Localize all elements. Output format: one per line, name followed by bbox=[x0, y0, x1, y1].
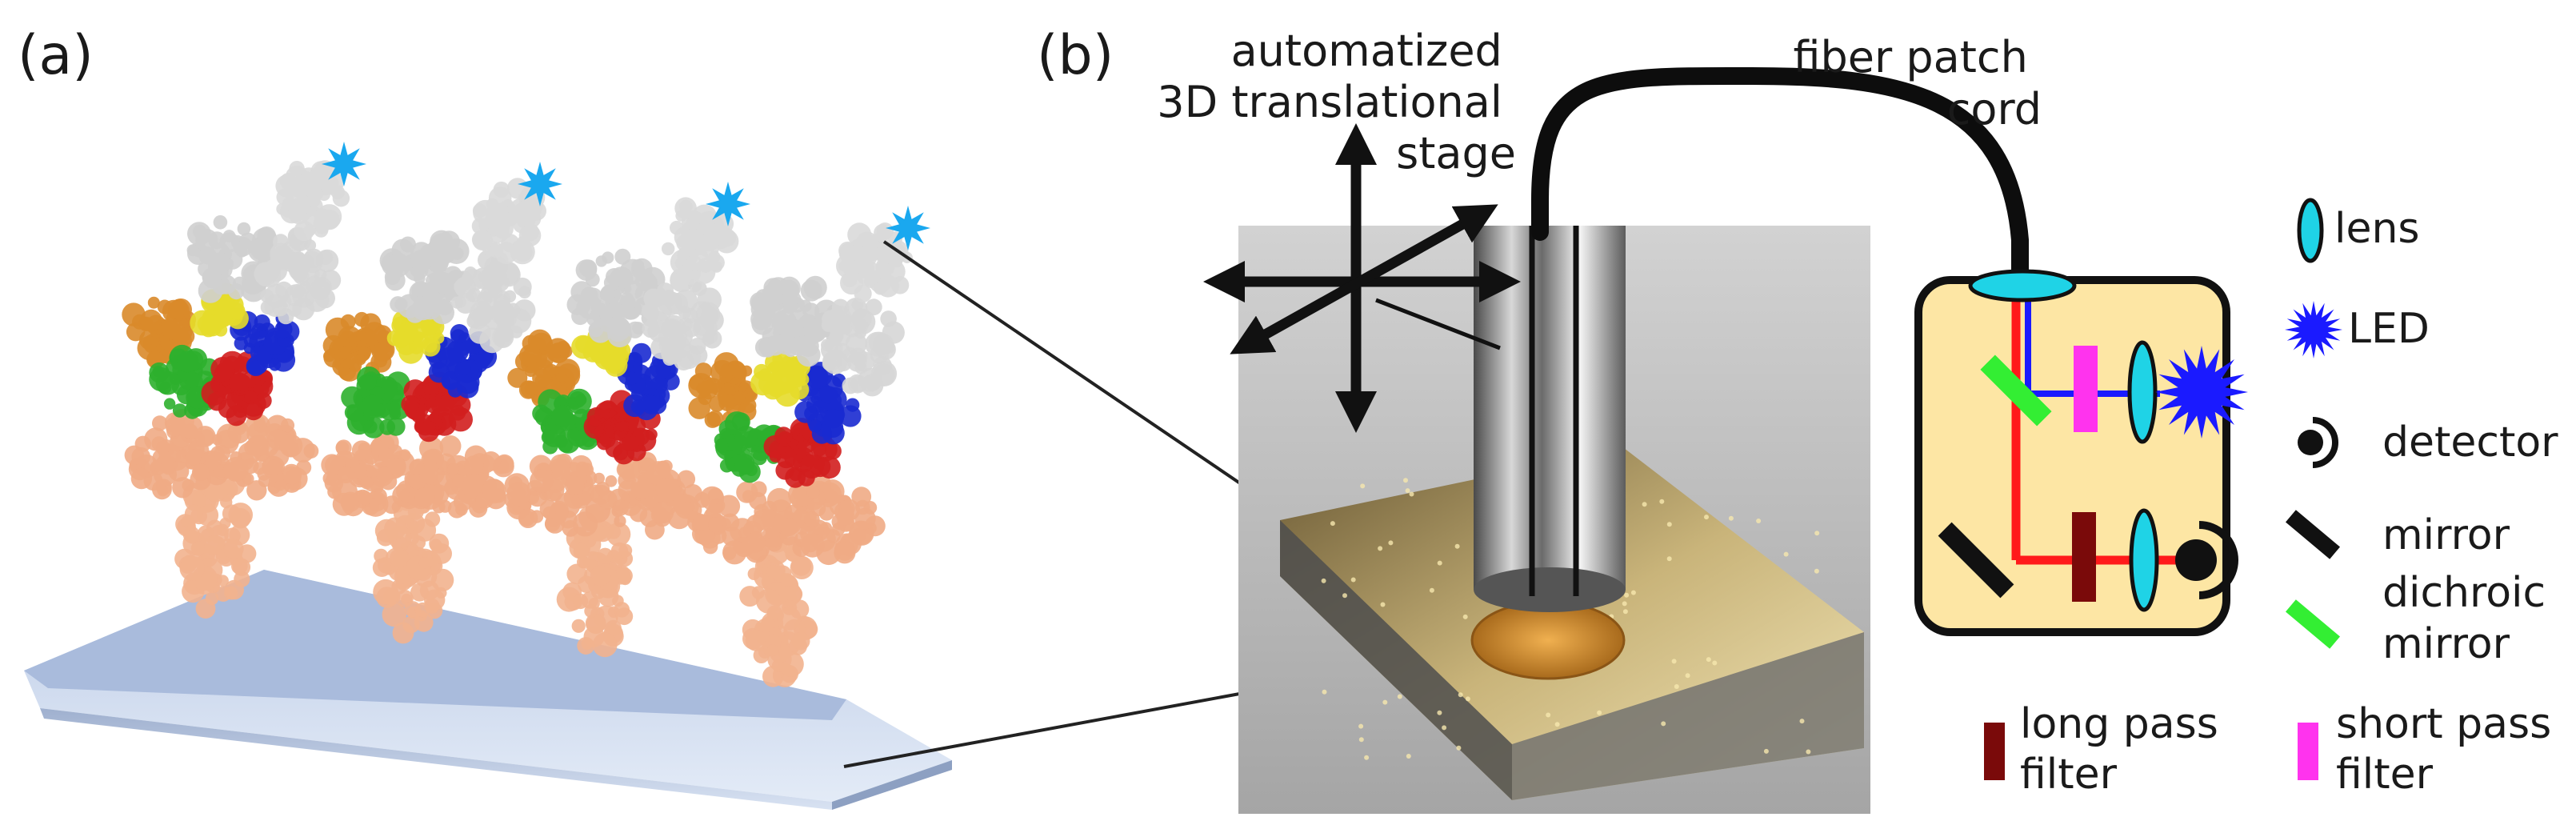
sensing-spot bbox=[1470, 600, 1626, 680]
antibody-stem bbox=[739, 530, 818, 687]
legend-long-pass-line-2: filter bbox=[2020, 751, 2118, 799]
legend-short-pass-line-1: short pass bbox=[2336, 700, 2551, 748]
lens-icon bbox=[2127, 340, 2158, 444]
mirror-icon bbox=[2285, 510, 2341, 559]
dichroic-mirror-icon bbox=[1980, 354, 2052, 427]
led-starburst-icon bbox=[2285, 301, 2342, 358]
legend-short-pass-line-2: filter bbox=[2336, 751, 2434, 799]
protein-orange bbox=[322, 311, 395, 383]
lens-icon bbox=[2297, 198, 2324, 263]
glass-slide bbox=[24, 570, 952, 810]
antibody-complex bbox=[687, 206, 930, 687]
panel-b-label: (b) bbox=[1037, 24, 1114, 87]
stage-label: automatized 3D translational stage bbox=[1157, 26, 1516, 178]
legend: lens LED detector mirror dichroic mirror… bbox=[1984, 198, 2565, 799]
long-pass-filter-icon bbox=[2072, 512, 2096, 602]
antibody-complex bbox=[122, 142, 366, 619]
long-pass-filter-icon bbox=[1984, 723, 2005, 780]
protein-gray-lower bbox=[750, 275, 844, 367]
translation-axes-icon bbox=[1203, 123, 1521, 433]
antibody-arm-left bbox=[124, 409, 230, 500]
protein-gray-side bbox=[821, 298, 905, 397]
lens-icon bbox=[1968, 269, 2077, 302]
stage-label-line-1: automatized bbox=[1231, 26, 1502, 76]
legend-dichroic-line-1: dichroic bbox=[2382, 569, 2546, 617]
legend-dichroic-line-2: mirror bbox=[2382, 620, 2510, 668]
led-starburst-icon bbox=[2155, 346, 2248, 439]
antibody-complexes bbox=[122, 142, 930, 687]
antibody-complex bbox=[321, 162, 562, 644]
legend-short-pass-label: short pass filter bbox=[2336, 700, 2565, 799]
fiber-patch-cord bbox=[1531, 66, 2029, 289]
dichroic-mirror-icon bbox=[2285, 599, 2341, 649]
legend-mirror-label: mirror bbox=[2382, 511, 2510, 559]
detector-icon bbox=[2175, 521, 2238, 599]
mirror-icon bbox=[1938, 522, 2014, 599]
short-pass-filter-icon bbox=[2298, 723, 2318, 780]
short-pass-filter-icon bbox=[2074, 346, 2098, 432]
instrument-box bbox=[1914, 269, 2248, 636]
protein-gray-lower bbox=[566, 248, 667, 348]
gold-chip bbox=[1280, 448, 1864, 800]
lens-icon bbox=[2129, 508, 2159, 612]
antibody-arm-right bbox=[213, 413, 319, 501]
antibody-arm-right bbox=[595, 451, 703, 540]
protein-orange bbox=[688, 352, 758, 428]
protein-orange bbox=[122, 296, 197, 369]
legend-lens-label: lens bbox=[2334, 205, 2420, 253]
antibody-stem bbox=[372, 486, 454, 644]
antibody-arm-left bbox=[504, 453, 618, 537]
star-fluorophore-icon bbox=[706, 182, 750, 226]
protein-gray-side bbox=[450, 250, 536, 354]
protein-gray-side bbox=[642, 268, 724, 370]
legend-long-pass-line-1: long pass bbox=[2020, 700, 2218, 748]
star-fluorophore-icon bbox=[886, 206, 930, 250]
star-fluorophore-icon bbox=[322, 142, 366, 186]
antibody-complex bbox=[504, 182, 750, 658]
protein-yellow bbox=[750, 350, 810, 407]
protein-green bbox=[149, 344, 226, 419]
protein-green bbox=[341, 366, 410, 439]
legend-dichroic-label: dichroic mirror bbox=[2382, 569, 2559, 668]
fiber-label: fiber patch cord bbox=[1793, 32, 2042, 134]
protein-red bbox=[583, 390, 661, 465]
protein-orange bbox=[507, 329, 581, 407]
panel-a: (a) bbox=[18, 24, 952, 810]
protein-gray-upper bbox=[836, 222, 913, 303]
detector-icon bbox=[2298, 417, 2338, 468]
panel-a-label: (a) bbox=[18, 24, 94, 87]
fiber-label-line-2: cord bbox=[1947, 84, 2042, 134]
fiber-label-line-1: fiber patch bbox=[1793, 32, 2027, 82]
stage-label-line-2: 3D translational bbox=[1157, 77, 1502, 127]
legend-detector-label: detector bbox=[2382, 419, 2558, 467]
protein-blue bbox=[425, 324, 498, 398]
protein-blue bbox=[794, 362, 862, 445]
panel-b: (b) automatized bbox=[1037, 24, 2565, 814]
protein-gray-side bbox=[254, 226, 342, 325]
antibody-arm-left bbox=[687, 481, 792, 565]
star-fluorophore-icon bbox=[518, 162, 562, 206]
legend-long-pass-label: long pass filter bbox=[2020, 700, 2231, 799]
antibody-arm-right bbox=[408, 435, 514, 519]
stage-label-line-3: stage bbox=[1396, 128, 1516, 178]
protein-gray-upper bbox=[471, 178, 546, 265]
legend-led-label: LED bbox=[2348, 305, 2430, 353]
